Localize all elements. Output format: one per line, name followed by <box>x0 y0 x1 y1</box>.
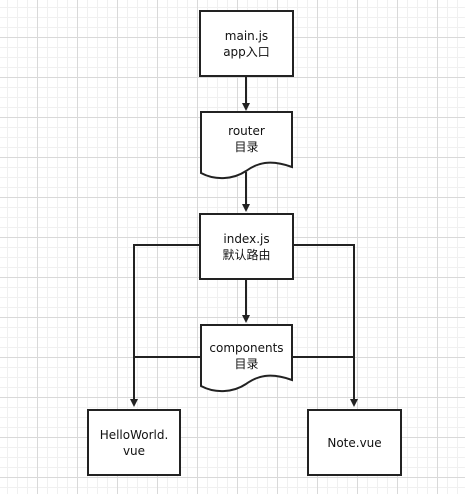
node-main-js-sublabel: app入口 <box>223 44 270 59</box>
node-router-document: router 目录 <box>200 111 293 181</box>
node-main-js: main.js app入口 <box>199 10 294 77</box>
node-router-label: router <box>228 124 265 138</box>
node-index-js-label: index.js <box>223 231 270 246</box>
node-main-js-label: main.js <box>224 28 269 43</box>
arrow-index-to-note <box>293 244 358 407</box>
node-note-vue: Note.vue <box>307 409 402 476</box>
node-helloworld-label: HelloWorld. <box>99 427 169 442</box>
node-components-document: components 目录 <box>200 324 293 394</box>
node-index-js-sublabel: 默认路由 <box>222 247 271 262</box>
node-index-js: index.js 默认路由 <box>199 213 294 280</box>
node-helloworld-sublabel: vue <box>122 443 146 458</box>
node-components-label: components <box>209 341 284 355</box>
node-helloworld-vue: HelloWorld. vue <box>87 409 181 476</box>
document-shape <box>200 324 293 392</box>
node-components-sublabel: 目录 <box>234 357 259 371</box>
node-note-label: Note.vue <box>327 435 382 450</box>
arrow-index-to-helloworld <box>130 244 200 407</box>
node-router-sublabel: 目录 <box>234 140 259 154</box>
document-shape <box>200 111 293 179</box>
